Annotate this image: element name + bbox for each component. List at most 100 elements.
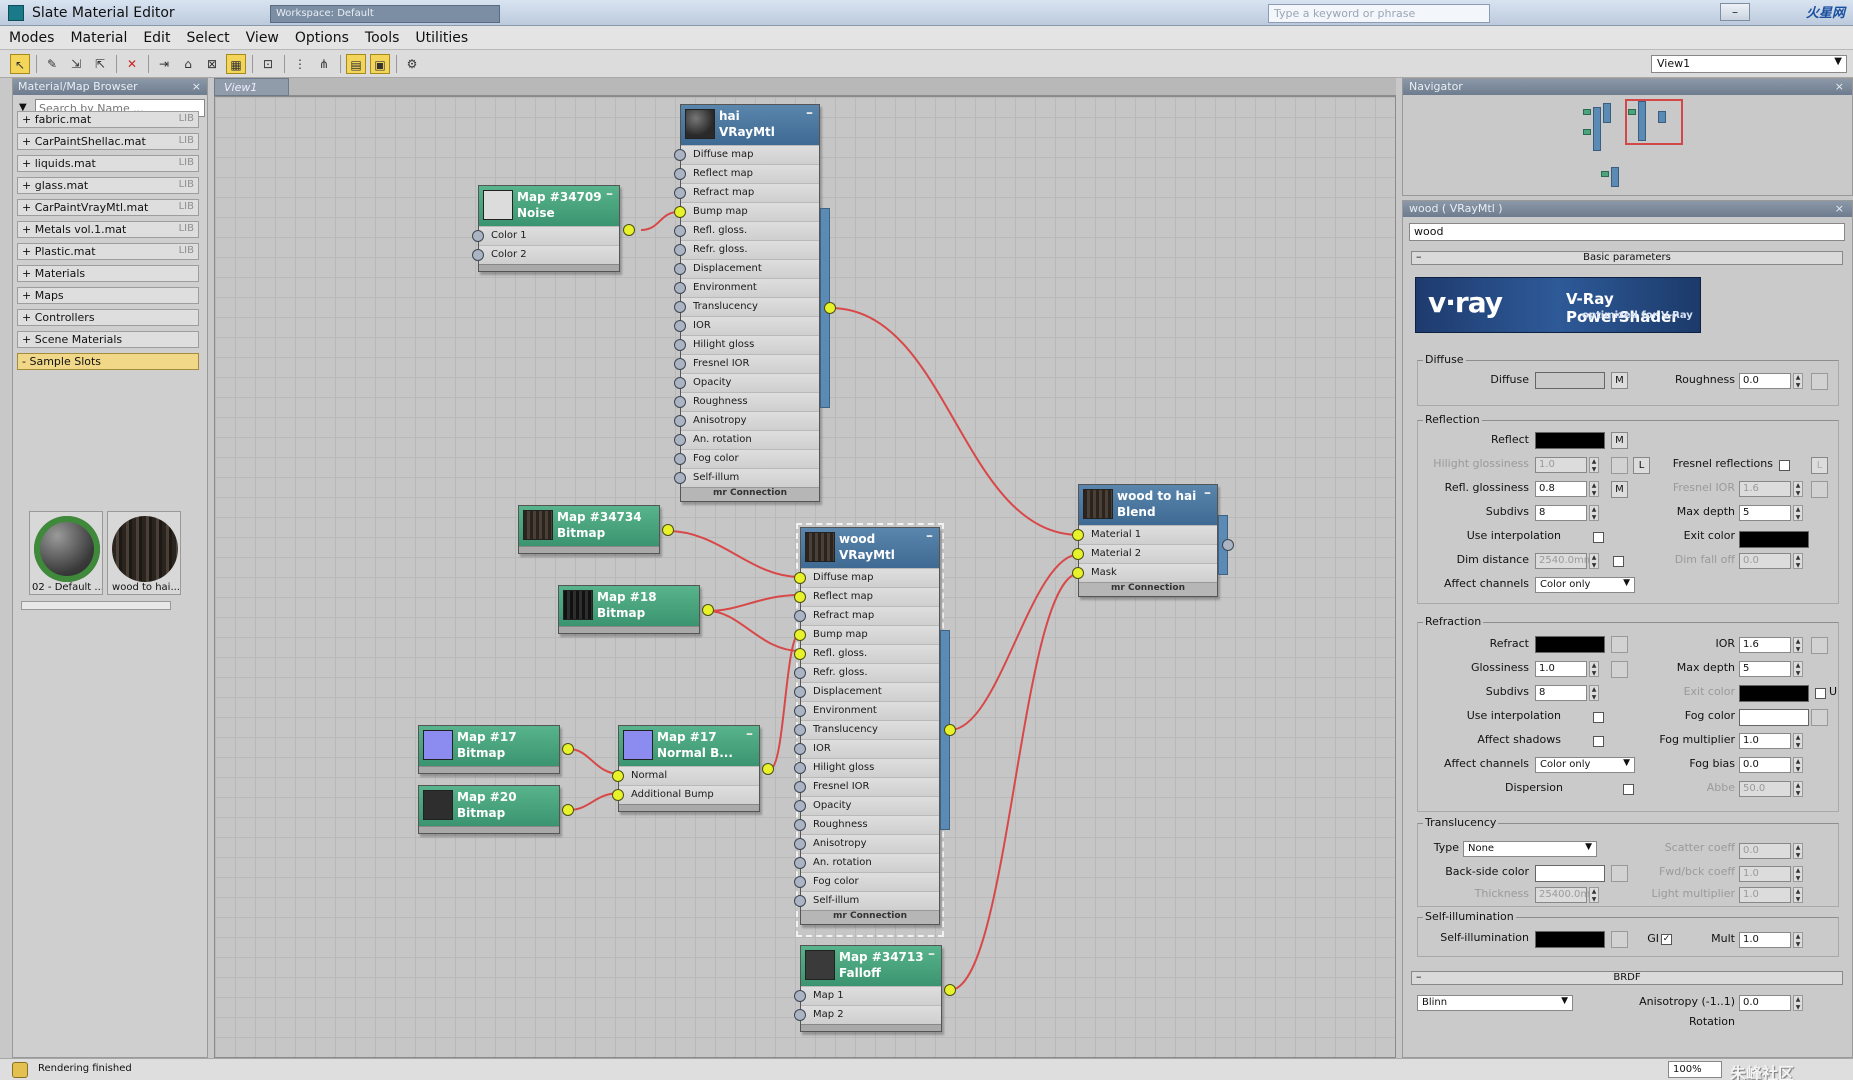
view-selector[interactable]: View1▼: [1651, 55, 1847, 73]
node-slot[interactable]: Displacement: [674, 259, 819, 278]
node-bitmap-20[interactable]: Map #20 Bitmap: [418, 785, 560, 834]
node-header[interactable]: Map #17 Bitmap: [419, 726, 559, 766]
output-socket[interactable]: [702, 604, 714, 616]
input-socket[interactable]: [674, 415, 686, 427]
input-socket[interactable]: [674, 206, 686, 218]
spinner-arrows-icon[interactable]: ▲▼: [1793, 637, 1803, 653]
close-icon[interactable]: ×: [191, 80, 201, 93]
node-header[interactable]: wood VRayMtl –: [801, 528, 939, 568]
reflect-exit-color-swatch[interactable]: [1739, 531, 1809, 548]
collapse-icon[interactable]: –: [928, 946, 935, 962]
spinner-arrows-icon[interactable]: ▲▼: [1589, 553, 1599, 569]
input-socket[interactable]: [674, 320, 686, 332]
collapse-icon[interactable]: –: [806, 105, 813, 121]
refract-use-interpolation-checkbox[interactable]: [1593, 712, 1604, 723]
spinner-arrows-icon[interactable]: ▲▼: [1589, 481, 1599, 497]
input-socket[interactable]: [674, 434, 686, 446]
menu-options[interactable]: Options: [294, 30, 349, 46]
material-name-field[interactable]: wood: [1409, 223, 1845, 241]
node-slot[interactable]: Color 2: [472, 245, 619, 264]
search-options-icon[interactable]: ▼: [19, 102, 27, 113]
node-header[interactable]: hai VRayMtl –: [681, 105, 819, 145]
put-to-scene-icon[interactable]: ⇲: [70, 57, 82, 71]
input-socket[interactable]: [1072, 567, 1084, 579]
output-socket[interactable]: [762, 763, 774, 775]
node-slot[interactable]: Opacity: [794, 796, 939, 815]
output-socket[interactable]: [562, 743, 574, 755]
help-search-input[interactable]: Type a keyword or phrase: [1268, 4, 1490, 23]
output-socket[interactable]: [944, 724, 956, 736]
input-socket[interactable]: [674, 168, 686, 180]
output-socket[interactable]: [1222, 539, 1234, 551]
node-slot[interactable]: Refl. gloss.: [674, 221, 819, 240]
node-slot[interactable]: Refr. gloss.: [674, 240, 819, 259]
menu-material[interactable]: Material: [70, 30, 128, 46]
input-socket[interactable]: [1072, 529, 1084, 541]
close-icon[interactable]: ×: [1834, 202, 1844, 215]
delete-icon[interactable]: ✕: [126, 57, 138, 71]
collapse-icon[interactable]: –: [746, 726, 753, 742]
spinner-arrows-icon[interactable]: ▲▼: [1793, 481, 1803, 497]
refract-map-button[interactable]: [1611, 636, 1628, 653]
node-slot[interactable]: Environment: [794, 701, 939, 720]
gi-checkbox[interactable]: ✓: [1661, 934, 1672, 945]
node-slot[interactable]: Refr. gloss.: [794, 663, 939, 682]
node-slot[interactable]: Bump map: [674, 202, 819, 221]
light-multiplier-spinner[interactable]: 1.0: [1739, 887, 1791, 903]
zoom-level-field[interactable]: 100%: [1668, 1061, 1722, 1078]
node-footer[interactable]: mr Connection: [681, 487, 819, 501]
node-slot[interactable]: Color 1: [472, 226, 619, 245]
node-slot[interactable]: Fog color: [794, 872, 939, 891]
node-slot[interactable]: IOR: [794, 739, 939, 758]
input-socket[interactable]: [674, 225, 686, 237]
spinner-arrows-icon[interactable]: ▲▼: [1793, 781, 1803, 797]
dim-falloff-spinner[interactable]: 0.0: [1739, 553, 1791, 569]
self-illumination-swatch[interactable]: [1535, 931, 1605, 948]
node-slot[interactable]: An. rotation: [674, 430, 819, 449]
show-background-icon[interactable]: ▦: [226, 54, 246, 74]
node-slot[interactable]: IOR: [674, 316, 819, 335]
ior-map-button[interactable]: [1811, 637, 1828, 654]
spinner-arrows-icon[interactable]: ▲▼: [1793, 995, 1803, 1011]
move-children-icon[interactable]: ⇥: [158, 57, 170, 71]
node-slot[interactable]: Diffuse map: [794, 568, 939, 587]
reflect-color-swatch[interactable]: [1535, 432, 1605, 449]
minimize-icon[interactable]: –: [1720, 3, 1750, 21]
input-socket[interactable]: [674, 149, 686, 161]
input-socket[interactable]: [472, 230, 484, 242]
thickness-spinner[interactable]: 25400.0mm: [1535, 887, 1600, 903]
node-header[interactable]: Map #20 Bitmap: [419, 786, 559, 826]
output-socket[interactable]: [562, 804, 574, 816]
tab-view1[interactable]: View1: [214, 78, 289, 96]
reflect-max-depth-spinner[interactable]: 5: [1739, 505, 1791, 521]
input-socket[interactable]: [674, 358, 686, 370]
fog-bias-spinner[interactable]: 0.0: [1739, 757, 1791, 773]
node-slot[interactable]: Diffuse map: [674, 145, 819, 164]
input-socket[interactable]: [612, 770, 624, 782]
input-socket[interactable]: [794, 781, 806, 793]
fresnel-ior-spinner[interactable]: 1.6: [1739, 481, 1791, 497]
collapse-icon[interactable]: –: [606, 186, 613, 202]
scatter-coeff-spinner[interactable]: 0.0: [1739, 843, 1791, 859]
reflect-map-button[interactable]: M: [1611, 432, 1628, 449]
input-socket[interactable]: [794, 686, 806, 698]
layout-vertical-icon[interactable]: ⋮: [294, 57, 306, 71]
spinner-arrows-icon[interactable]: ▲▼: [1793, 932, 1803, 948]
reflect-affect-channels-dropdown[interactable]: Color only▼: [1535, 577, 1635, 593]
hilight-glossiness-spinner[interactable]: 1.0: [1535, 457, 1587, 473]
show-map-icon[interactable]: ⊠: [206, 57, 218, 71]
input-socket[interactable]: [794, 648, 806, 660]
input-socket[interactable]: [794, 895, 806, 907]
input-socket[interactable]: [794, 762, 806, 774]
node-slot[interactable]: Normal: [612, 766, 759, 785]
sample-slot[interactable]: wood to hai...: [107, 511, 181, 595]
refract-max-depth-spinner[interactable]: 5: [1739, 661, 1791, 677]
node-slot[interactable]: Roughness: [794, 815, 939, 834]
abbe-spinner[interactable]: 50.0: [1739, 781, 1791, 797]
refl-gloss-map-button[interactable]: M: [1611, 481, 1628, 498]
node-slot[interactable]: Fresnel IOR: [794, 777, 939, 796]
node-slot[interactable]: Refl. gloss.: [794, 644, 939, 663]
